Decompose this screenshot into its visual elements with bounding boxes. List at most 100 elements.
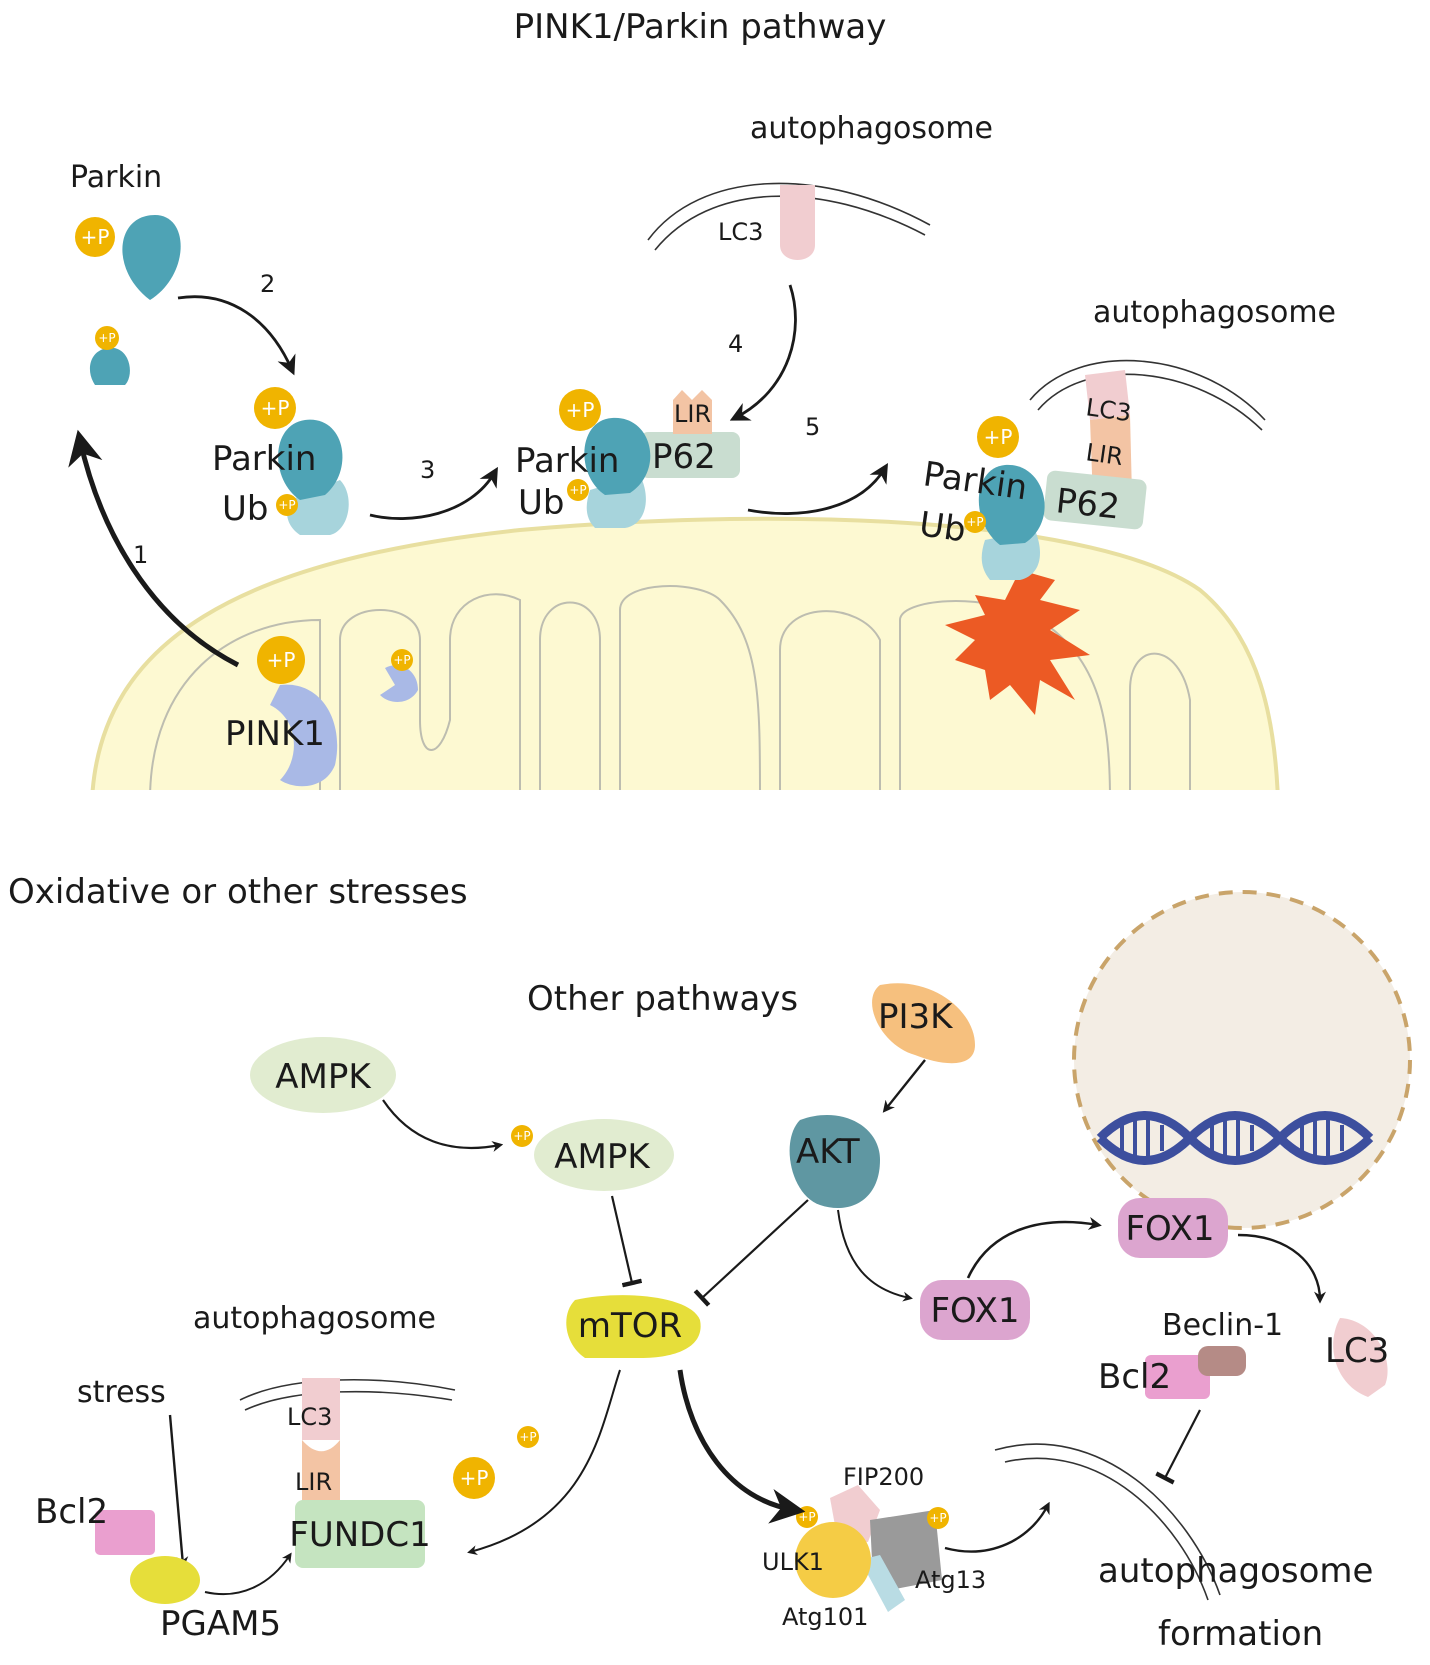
autophagosome-top-label: autophagosome (750, 111, 993, 146)
parkin-bound-protein (278, 419, 343, 500)
autophagosome-formation-label-1: autophagosome (1098, 1551, 1373, 1591)
ub-bound-phospho-label: +P (278, 498, 295, 512)
pink1-phospho (257, 636, 305, 684)
dna-helix (1096, 1111, 1374, 1165)
mitochondrion (90, 516, 1280, 790)
inhibit-akt-mtor (693, 1199, 809, 1307)
top-title: PINK1/Parkin pathway (514, 7, 887, 47)
akt-label: AKT (796, 1132, 860, 1172)
parkin-small-phospho (95, 326, 119, 350)
parkin-free-phospho-label: +P (81, 225, 110, 249)
parkin-right-protein (978, 464, 1045, 545)
lir-right-label: LIR (1084, 438, 1125, 471)
parkin-bound-phospho-label: +P (261, 396, 290, 420)
autophagosome-formation-label-2: formation (1158, 1614, 1323, 1654)
parkin-free-label: Parkin (70, 160, 162, 195)
autophagosome-left-membrane (239, 1379, 456, 1411)
lc3-left-protein (302, 1378, 340, 1440)
ub-mid-phospho-label: +P (569, 483, 586, 497)
parkin-free-protein (122, 215, 181, 300)
arrow-pgam5-fundc1 (204, 1552, 292, 1596)
arrow-step-5 (747, 462, 889, 515)
bottom-section-title: Oxidative or other stresses (8, 872, 468, 912)
arrow-akt-fox1 (837, 1209, 913, 1302)
arrow-step-3 (369, 466, 498, 520)
parkin-mid-protein (584, 417, 651, 495)
step-4-label: 4 (728, 330, 743, 358)
arrow-step-2 (177, 295, 296, 376)
autophagosome-formation-membrane (994, 1443, 1221, 1601)
bcl2-right-shape (1145, 1355, 1210, 1399)
step-2-label: 2 (260, 270, 275, 298)
parkin-bound-label: Parkin (212, 439, 316, 479)
arrow-ampk-activation (382, 1099, 504, 1152)
bcl2-right-label: Bcl2 (1098, 1357, 1171, 1397)
ulk1-phospho-right (927, 1507, 949, 1529)
parkin-right-label: Parkin (921, 454, 1030, 508)
pink1-label: PINK1 (225, 714, 325, 754)
lir-mid-label: LIR (674, 400, 711, 428)
pink1-protein (270, 684, 338, 787)
pink1-small-protein (380, 665, 418, 702)
mito-cristae (149, 585, 1191, 790)
ampk-2-label: AMPK (554, 1137, 651, 1177)
pi3k-label: PI3K (878, 997, 954, 1037)
parkin-mid-phospho-label: +P (566, 398, 595, 422)
arrow-fox1-nucleus (966, 1217, 1102, 1279)
fip200-label: FIP200 (843, 1463, 924, 1491)
ub-right-phospho-label: +P (966, 515, 983, 529)
fundc1-label: FUNDC1 (289, 1515, 430, 1555)
lc3-right-protein-bottom (1333, 1318, 1388, 1397)
ulk1-phospho-left-label: +P (798, 1510, 815, 1524)
ub-right-label: Ub (917, 504, 969, 550)
step-5-label: 5 (805, 413, 820, 441)
lc3-left-label: LC3 (287, 1403, 332, 1431)
arrow-step-4 (729, 284, 797, 421)
fox1-nuc-shape (1118, 1198, 1228, 1258)
ub-right-phospho (964, 511, 986, 533)
ub-bound-phospho (276, 494, 298, 516)
parkin-free-phospho (75, 217, 115, 257)
pi3k-shape (872, 983, 975, 1064)
other-pathways-label: Other pathways (527, 979, 798, 1019)
inhibit-bcl2-formation (1155, 1409, 1201, 1485)
parkin-right-phospho (977, 416, 1019, 458)
arrow-pi3k-akt (882, 1059, 926, 1113)
arrow-mtor-fundc1 (467, 1369, 621, 1556)
ampk-1-label: AMPK (275, 1057, 372, 1097)
lir-left-label: LIR (295, 1468, 332, 1496)
pink1-phospho-label: +P (267, 648, 296, 672)
bcl2-left-label: Bcl2 (35, 1492, 108, 1532)
ampk-2-shape (534, 1119, 674, 1191)
p62-mid-box (640, 432, 740, 478)
ub-bound-protein (287, 480, 349, 535)
fundc1-shape (295, 1500, 425, 1568)
autophagosome-right-label: autophagosome (1093, 295, 1336, 330)
phospho-free-small-label: +P (519, 1430, 536, 1444)
ub-mid-label: Ub (518, 483, 564, 523)
autophagosome-right-membrane (1029, 359, 1266, 431)
lc3-right-bottom-label: LC3 (1325, 1331, 1389, 1371)
lir-left-protein (302, 1440, 340, 1505)
p62-right-label: P62 (1054, 481, 1122, 527)
ampk-2-phospho-label: +P (513, 1129, 530, 1143)
atg101-label: Atg101 (782, 1603, 868, 1631)
parkin-small-phospho-label: +P (98, 331, 115, 345)
ub-mid-phospho (567, 479, 589, 501)
nucleus (1072, 890, 1412, 1230)
step-3-label: 3 (420, 456, 435, 484)
fox1-cyto-label: FOX1 (930, 1291, 1019, 1331)
arrow-step-1 (68, 429, 240, 668)
ulk1-shape (795, 1522, 871, 1598)
pgam5-shape (130, 1556, 200, 1604)
ulk1-label: ULK1 (762, 1548, 824, 1576)
lir-mid-protein (673, 390, 712, 434)
fox1-cyto-shape (920, 1280, 1030, 1340)
lc3-right-protein (1085, 370, 1130, 420)
beclin1-shape (1198, 1346, 1246, 1376)
parkin-bound-phospho (254, 387, 296, 429)
phospho-free-large (453, 1457, 495, 1499)
pink1-small-phospho (391, 649, 413, 671)
atg101-shape (860, 1555, 905, 1612)
pgam5-label: PGAM5 (160, 1604, 281, 1644)
